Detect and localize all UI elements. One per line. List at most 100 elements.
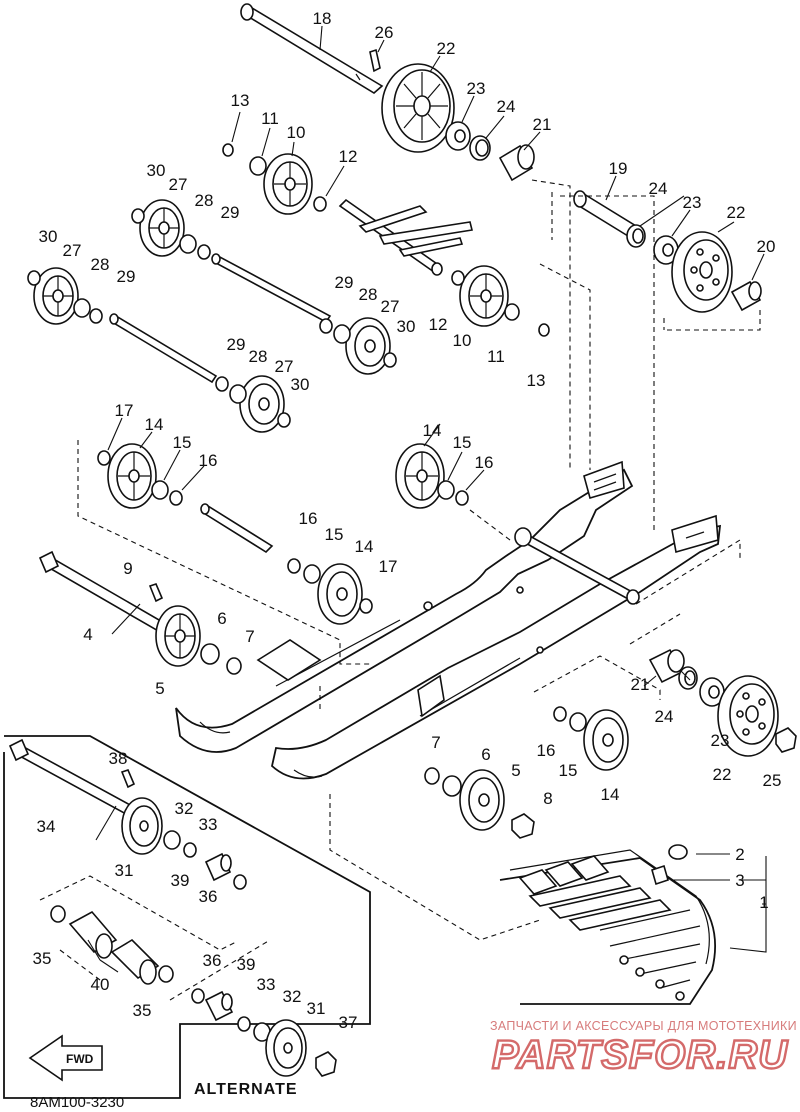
callout-12-upper: 12 [339, 147, 358, 166]
bearing-15-center [303, 564, 321, 584]
callout-6-right: 6 [481, 745, 490, 764]
spacer-28-b [73, 298, 91, 318]
fwd-arrow-icon: FWD [28, 1034, 103, 1082]
nut-13-upper [222, 143, 234, 157]
bearing-6-right [442, 775, 462, 797]
wheel-27-c [345, 317, 391, 375]
wheel-10-upper [263, 153, 313, 215]
callout-28-d: 28 [249, 347, 268, 366]
callout-33-lower: 33 [257, 975, 276, 994]
callout-27-c: 27 [381, 297, 400, 316]
collar-21-right [648, 648, 685, 684]
callout-36-upper: 36 [199, 887, 218, 906]
callout-23-top: 23 [467, 79, 486, 98]
clip-26 [369, 48, 381, 73]
callout-32-lower: 32 [283, 987, 302, 1006]
callout-31-lower: 31 [307, 999, 326, 1018]
callout-30-b: 30 [39, 227, 58, 246]
guide-line-frame-right [533, 539, 741, 700]
callout-39-lower: 39 [237, 955, 256, 974]
callout-35-left: 35 [33, 949, 52, 968]
callout-14-center: 14 [355, 537, 374, 556]
collar-20 [730, 280, 762, 312]
callout-17-center: 17 [379, 557, 398, 576]
circlip-7-left [226, 657, 242, 675]
ring-24-right [626, 224, 646, 248]
wheel-5-right [459, 769, 505, 831]
callout-13-lower: 13 [527, 371, 546, 390]
callout-22-lower: 22 [713, 765, 732, 784]
guide-line-frame-left [319, 686, 541, 941]
alternate-guide [39, 875, 271, 1001]
guide-line-top [531, 179, 591, 470]
cross-shaft-upper [211, 253, 332, 324]
callout-18: 18 [313, 9, 332, 28]
callout-11-lower: 11 [487, 347, 505, 366]
wheel-14-center [317, 563, 363, 625]
callout-14-right: 14 [423, 421, 442, 440]
spacer-11-upper [249, 156, 267, 176]
collar-40-a [68, 910, 118, 959]
washer-12-upper [313, 196, 327, 212]
washer-12-lower [451, 270, 465, 286]
callout-3: 3 [735, 871, 744, 890]
circlip-29-a [197, 244, 211, 260]
callout-7-right: 7 [431, 733, 440, 752]
callout-32-upper: 32 [175, 799, 194, 818]
bearing-23-top [445, 121, 471, 151]
callout-27-d: 27 [275, 357, 294, 376]
shaft-4 [38, 550, 168, 634]
washer-33-upper [183, 842, 197, 858]
pivot-arm-assembly [338, 198, 473, 276]
washer-36-upper [233, 874, 247, 890]
circlip-16-lower [553, 706, 567, 722]
washer-30-b [27, 270, 41, 286]
spacer-32-upper [163, 830, 181, 850]
collar-21-top [498, 144, 535, 182]
wheel-31-upper [121, 797, 163, 855]
drawing-code: 8AM100-3230 [30, 1094, 124, 1111]
callout-10-lower: 10 [453, 331, 472, 350]
spacer-11-lower [504, 303, 520, 321]
callout-33-upper: 33 [199, 815, 218, 834]
wheel-14-left [107, 443, 157, 509]
wheel-27-a [139, 199, 185, 257]
wheel-14-lower [583, 709, 629, 771]
circlip-16-right [455, 490, 469, 506]
callout-28-c: 28 [359, 285, 378, 304]
fwd-label: FWD [66, 1052, 94, 1066]
cross-shaft-middle [200, 503, 274, 554]
watermark-logo: PARTSFOR.RU [492, 1033, 788, 1077]
callout-10-upper: 10 [287, 123, 306, 142]
bearing-6-left [200, 643, 220, 665]
callout-9: 9 [123, 559, 132, 578]
callout-30-c: 30 [397, 317, 416, 336]
clip-3 [651, 864, 669, 886]
spacer-28-c [333, 324, 351, 344]
bearing-15-left [151, 480, 169, 500]
callout-28-b: 28 [91, 255, 110, 274]
callout-14-lower: 14 [601, 785, 620, 804]
callout-16-right: 16 [475, 453, 494, 472]
callout-38: 38 [109, 749, 128, 768]
collar-40-b [110, 938, 160, 985]
shaft-18 [240, 3, 384, 94]
clip-38 [120, 769, 136, 789]
callout-34: 34 [37, 817, 56, 836]
callout-19: 19 [609, 159, 628, 178]
callout-1: 1 [759, 893, 768, 912]
wheel-27-b [33, 267, 79, 325]
callout-22-right: 22 [727, 203, 746, 222]
collar-19 [573, 190, 638, 238]
callout-8: 8 [543, 789, 552, 808]
washer-30-d [277, 412, 291, 428]
callout-21-right: 21 [631, 675, 650, 694]
stud-2 [668, 844, 688, 860]
callout-29-b: 29 [117, 267, 136, 286]
callout-30-d: 30 [291, 375, 310, 394]
callout-7-left: 7 [245, 627, 254, 646]
callout-15-right: 15 [453, 433, 472, 452]
callout-24-top: 24 [497, 97, 516, 116]
cap-17-center [359, 598, 373, 614]
